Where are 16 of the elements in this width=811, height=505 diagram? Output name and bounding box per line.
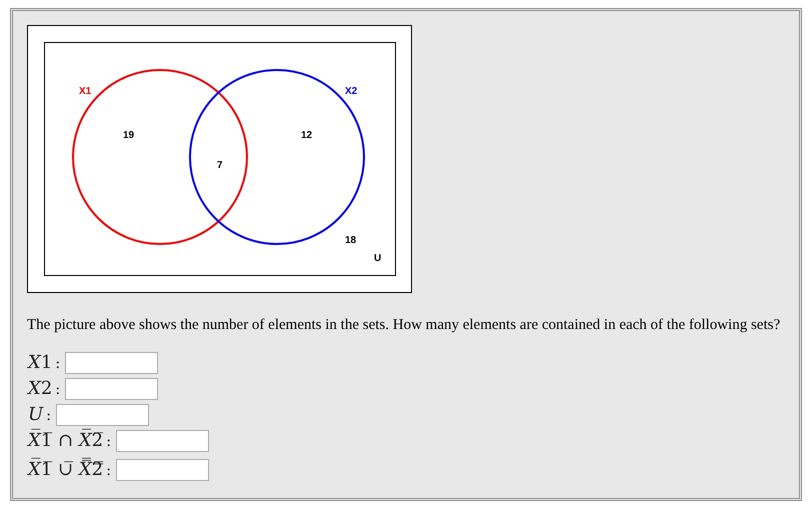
question-text: The picture above shows the number of elements in the sets. How many elements are contained in each of the following sets? <box>27 316 780 335</box>
venn-circle <box>72 69 248 245</box>
math-label: X̅1̅ ∩ X̅2̅: <box>28 429 112 453</box>
region-count: 19 <box>123 130 134 141</box>
region-count: 18 <box>345 235 356 246</box>
math-label: U: <box>28 403 52 427</box>
venn-circle <box>189 69 365 245</box>
set-label: X2 <box>345 86 358 97</box>
universe-label: U <box>374 253 382 264</box>
set-label: X1 <box>79 86 92 97</box>
region-count: 7 <box>217 160 223 171</box>
math-label: X̅1̅ ∪̅ X̿2̿: <box>28 458 112 482</box>
math-label: X1: <box>28 351 60 375</box>
universe-rectangle <box>44 42 396 276</box>
region-count: 12 <box>301 130 312 141</box>
math-label: X2: <box>28 377 60 401</box>
